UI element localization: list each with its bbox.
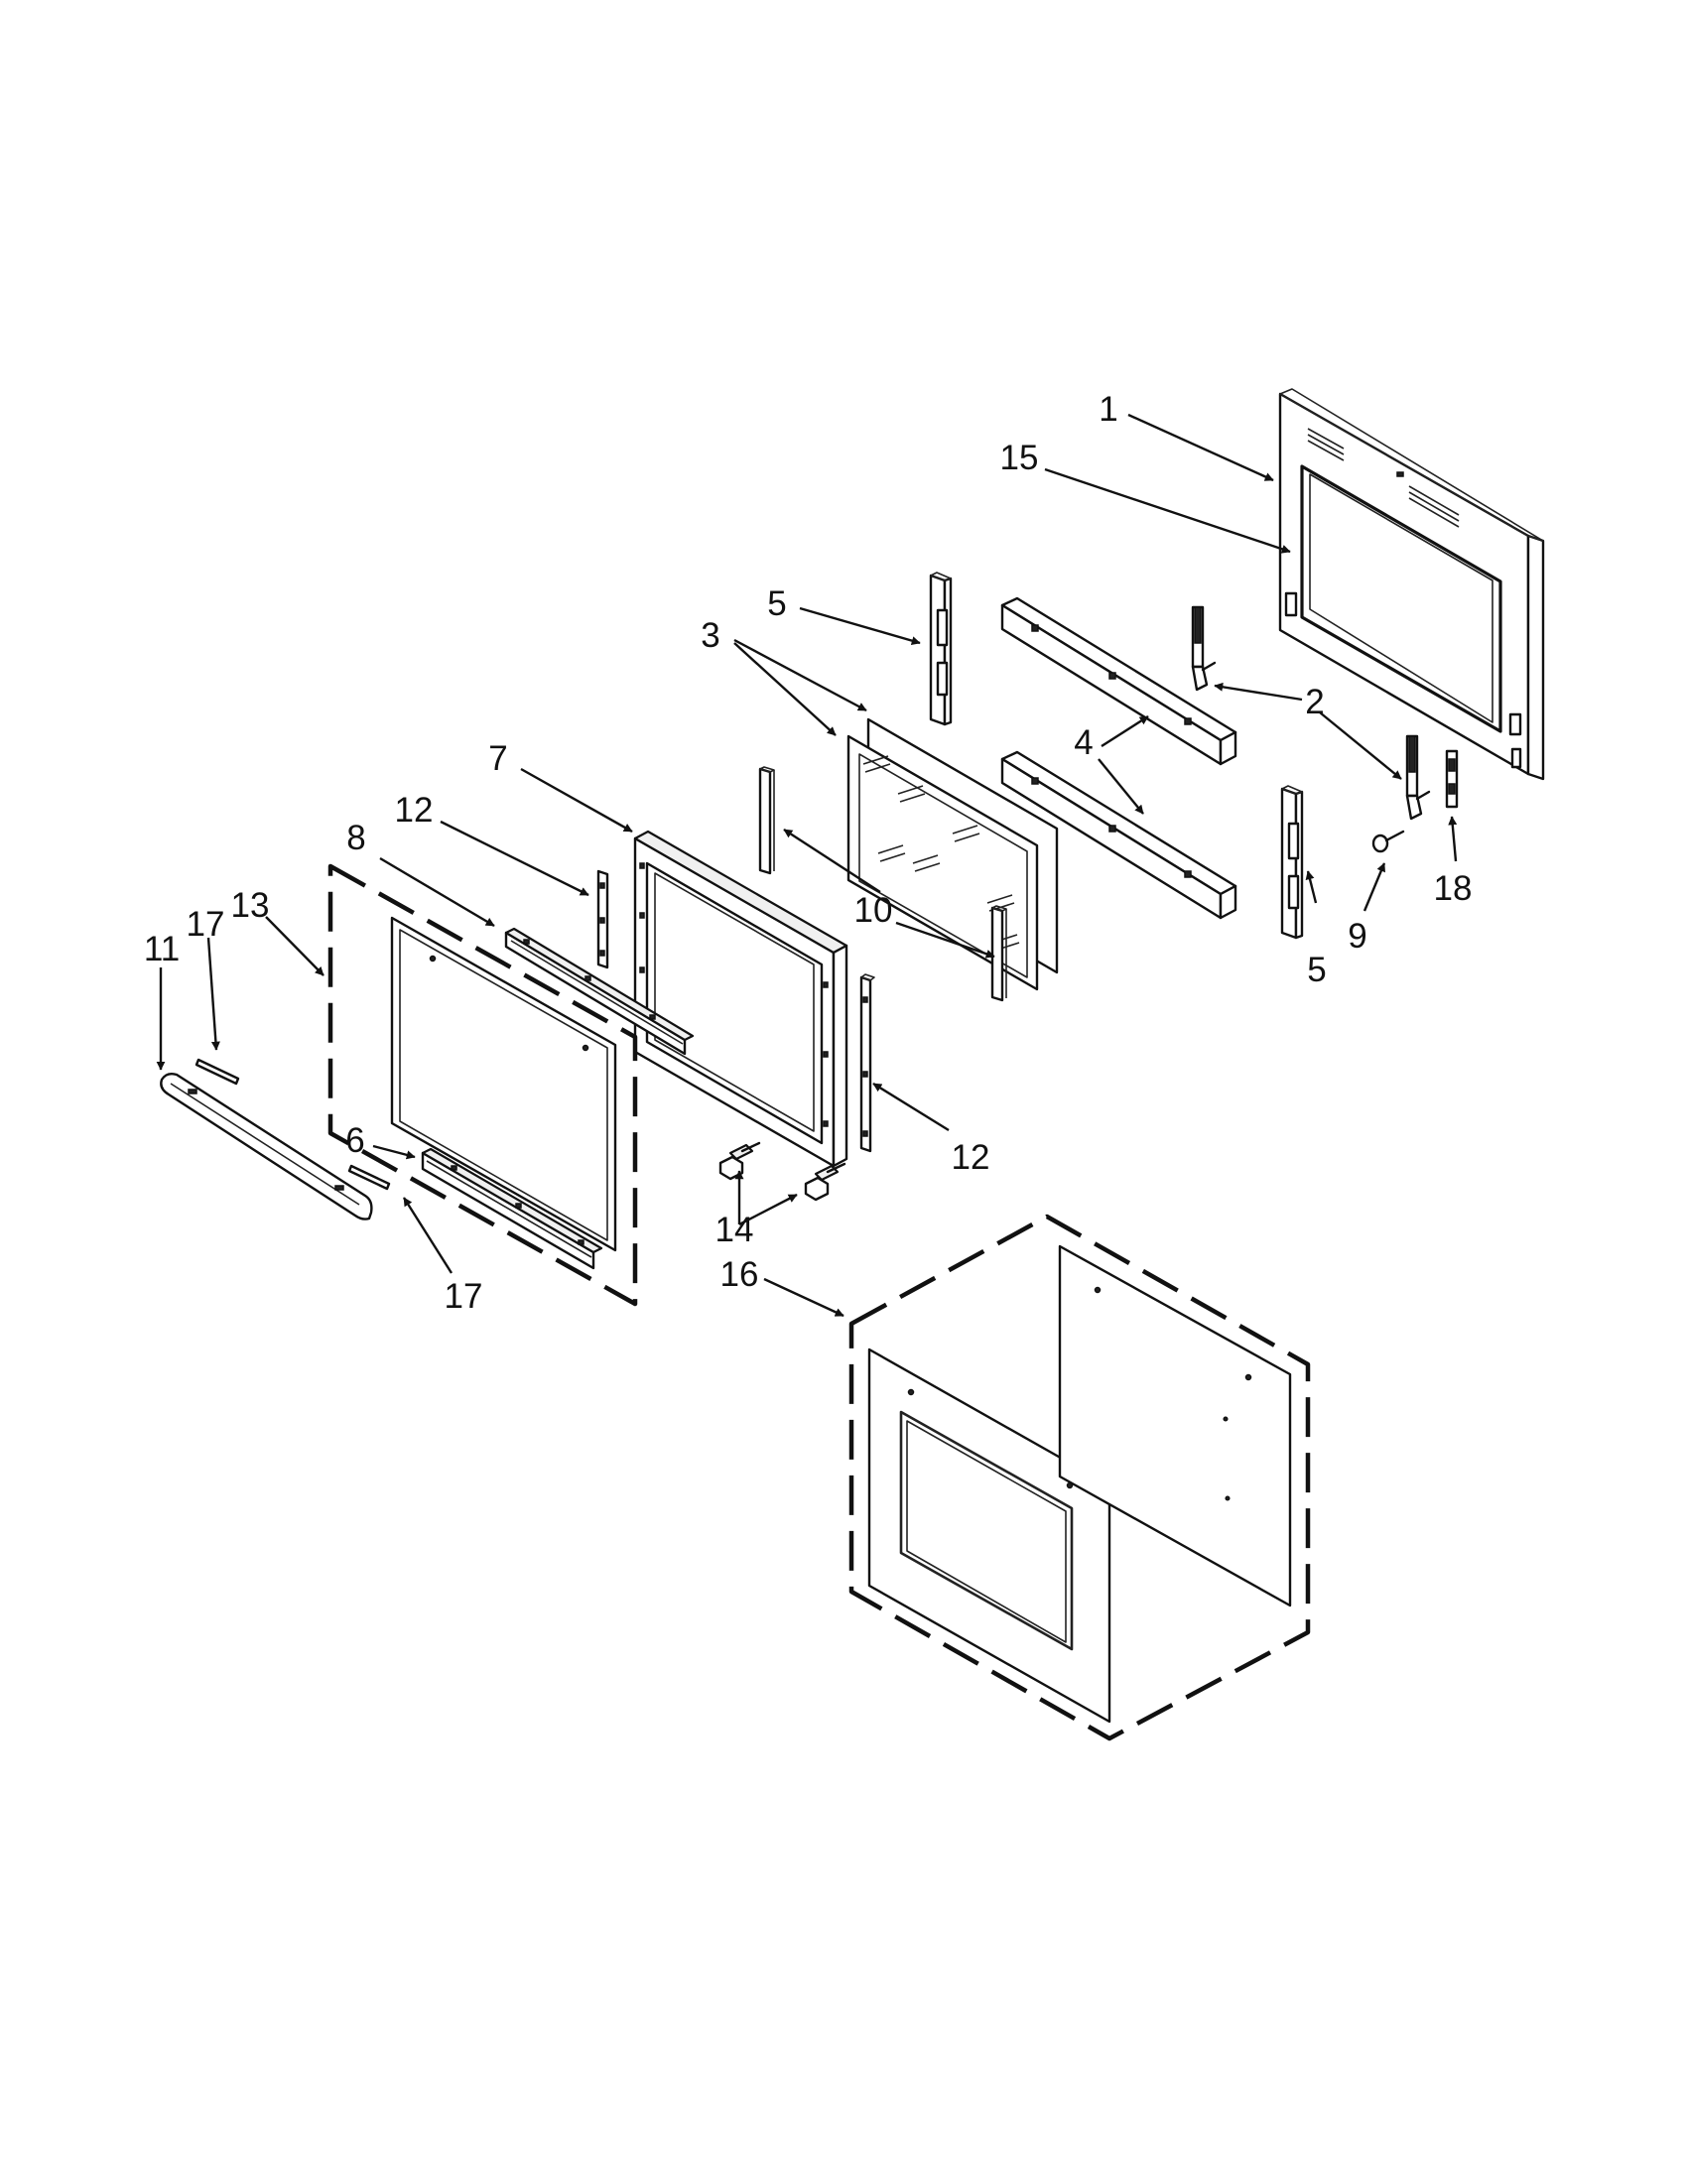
callout-11: 11 [144, 930, 180, 968]
callout-2: 2 [1305, 683, 1324, 721]
callout-10: 10 [854, 891, 893, 930]
callout-9: 9 [1348, 917, 1366, 956]
glass-spacer-left [758, 766, 775, 875]
callout-15: 15 [1000, 439, 1039, 477]
callout-16: 16 [720, 1255, 759, 1294]
handle-spacer-upper [195, 1058, 240, 1086]
glass-spacer-right [990, 905, 1007, 1002]
callout-4: 4 [1074, 723, 1093, 762]
outer-door-assembly-outline [327, 863, 638, 1307]
callout-13: 13 [231, 886, 270, 925]
callout-leaders [156, 413, 1458, 1318]
door-assembly-outline [848, 1214, 1311, 1741]
door-channel-upper [1000, 596, 1237, 766]
door-assembly-front-panel [867, 1348, 1111, 1724]
callout-labels: 1 15 5 3 2 4 7 12 8 10 5 9 18 13 17 11 6… [144, 390, 1473, 1316]
callout-6: 6 [345, 1121, 364, 1160]
callout-5-upper: 5 [767, 584, 786, 623]
callout-17-upper: 17 [187, 905, 225, 944]
hinge-lower [1405, 734, 1431, 821]
callout-12-upper: 12 [395, 791, 434, 830]
callout-18: 18 [1434, 869, 1473, 908]
inner-glass [846, 717, 1059, 991]
upper-trim-bar [504, 927, 695, 1056]
callout-14: 14 [715, 1211, 754, 1249]
callout-7: 7 [488, 739, 507, 778]
door-frame [633, 830, 848, 1168]
door-channel-lower [1000, 750, 1237, 920]
hinge-receptacle-lower [1280, 785, 1304, 940]
hinge-pin [1445, 749, 1459, 809]
callout-17-lower: 17 [445, 1277, 483, 1316]
callout-8: 8 [346, 819, 365, 857]
door-handle [160, 1072, 373, 1220]
side-trim-right [859, 973, 875, 1153]
handle-spacer-lower [347, 1164, 391, 1191]
lower-trim-bar [421, 1147, 603, 1270]
side-trim-left [596, 869, 609, 969]
door-assembly-back-panel [1058, 1244, 1292, 1607]
callout-3: 3 [701, 616, 719, 655]
callout-1: 1 [1099, 390, 1117, 429]
hinge-receptacle-upper [929, 572, 953, 726]
callout-5-lower: 5 [1307, 951, 1326, 989]
door-screw-right [804, 1162, 846, 1202]
inner-door-panel [1278, 388, 1545, 781]
outer-door-glass [390, 916, 617, 1252]
hinge-upper [1191, 605, 1217, 692]
screw-part-9 [1371, 830, 1405, 853]
callout-12-lower: 12 [952, 1138, 990, 1177]
